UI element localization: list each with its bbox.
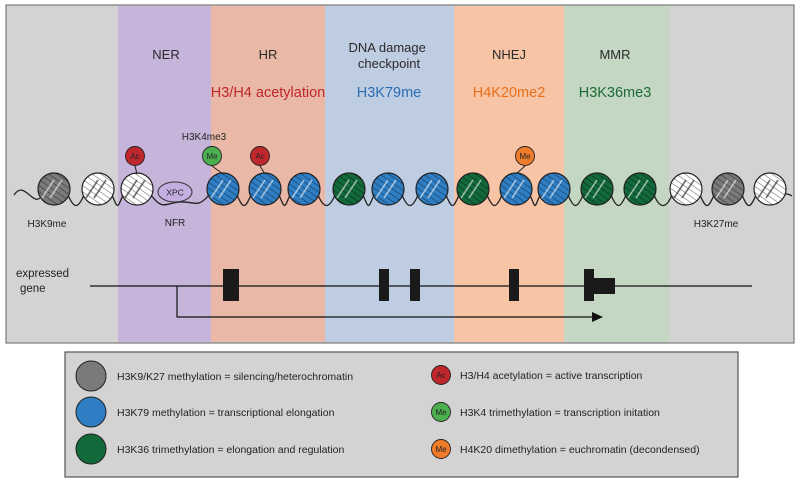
- legend-panel: [64, 351, 739, 478]
- blue-nucleosome: [415, 172, 449, 206]
- svg-text:Me: Me: [519, 152, 531, 161]
- white-nucleosome: [81, 172, 115, 206]
- modification-label-checkpoint: H3K79me: [357, 85, 421, 101]
- region-label-nhej: NHEJ: [492, 47, 526, 62]
- legend-text: H4K20 dimethylation = euchromatin (decon…: [460, 444, 700, 456]
- acetyl-badge-icon: [431, 365, 451, 385]
- legend-text: H3K4 trimethylation = transcription init…: [460, 407, 660, 419]
- region-label-hr: HR: [259, 47, 278, 62]
- me-orange-badge-label: Me: [435, 445, 447, 454]
- green-nucleosome: [332, 172, 366, 206]
- me-green-badge-icon: [431, 402, 451, 422]
- legend-text: H3K9/K27 methylation = silencing/heteroc…: [117, 371, 353, 383]
- region-label-ner: NER: [152, 47, 179, 62]
- legend-text: H3/H4 acetylation = active transcription: [460, 370, 643, 382]
- legend-text: H3K36 trimethylation = elongation and re…: [117, 444, 345, 456]
- exon: [410, 269, 420, 301]
- dna-linker: [67, 194, 757, 207]
- blue-nucleosome: [537, 172, 571, 206]
- white-nucleosome: [120, 172, 154, 206]
- legend-text: H3K79 methylation = transcriptional elon…: [117, 407, 335, 419]
- svg-text:Ac: Ac: [130, 152, 139, 161]
- green-nucleosome: [456, 172, 490, 206]
- xpc-label: XPC: [166, 188, 183, 198]
- region-label-checkpoint-line2: checkpoint: [358, 56, 421, 71]
- blue-nucleosome-icon: [75, 396, 107, 428]
- white-nucleosome: [753, 172, 787, 206]
- transcription-start-arrow: [176, 286, 594, 318]
- me-green-badge-label: Me: [435, 408, 447, 417]
- h3k27me-label: H3K27me: [694, 219, 739, 230]
- svg-text:Me: Me: [206, 152, 218, 161]
- grey-nucleosome-icon: [75, 360, 107, 392]
- region-label-mmr: MMR: [599, 47, 630, 62]
- grey-nucleosome: [711, 172, 745, 206]
- legend-item-h3k4: Me H3K4 trimethylation = transcription i…: [431, 402, 660, 422]
- region-label-checkpoint-line1: DNA damage: [349, 40, 426, 55]
- exon-tail: [594, 278, 615, 294]
- acetyl-badge: Ac: [125, 146, 145, 175]
- blue-nucleosome: [248, 172, 282, 206]
- white-nucleosome: [669, 172, 703, 206]
- me-orange-badge-icon: [431, 439, 451, 459]
- legend-item-acetylation: Ac H3/H4 acetylation = active transcript…: [431, 365, 643, 385]
- modification-label-nhej: H4K20me2: [473, 85, 546, 101]
- gene-label-line2: gene: [20, 283, 46, 295]
- h3k4me3-label: H3K4me3: [182, 132, 227, 143]
- exon: [223, 269, 239, 301]
- gene-label-line1: expressed: [16, 268, 69, 280]
- me-green-badge: Me: [202, 146, 224, 175]
- me-orange-badge: Me: [515, 146, 535, 175]
- acetyl-badge-label: Ac: [436, 371, 445, 380]
- blue-nucleosome: [499, 172, 533, 206]
- nfr-label: NFR: [165, 218, 186, 229]
- legend-item-h3k79: H3K79 methylation = transcriptional elon…: [75, 396, 335, 428]
- region-label-checkpoint: DNA damage checkpoint: [349, 40, 430, 71]
- blue-nucleosome: [287, 172, 321, 206]
- transcription-arrowhead: [592, 312, 603, 322]
- green-nucleosome: [623, 172, 657, 206]
- legend-item-h3k36: H3K36 trimethylation = elongation and re…: [75, 433, 345, 465]
- blue-nucleosome: [371, 172, 405, 206]
- legend-item-h4k20: Me H4K20 dimethylation = euchromatin (de…: [431, 439, 700, 459]
- legend-item-h3k9k27: H3K9/K27 methylation = silencing/heteroc…: [75, 360, 353, 392]
- gene-label: expressed gene: [16, 268, 72, 295]
- modification-label-hr: H3/H4 acetylation: [211, 85, 325, 101]
- grey-nucleosome: [37, 172, 71, 206]
- exon: [379, 269, 389, 301]
- h3k9me-label: H3K9me: [28, 219, 67, 230]
- xpc-protein: [157, 181, 193, 203]
- modification-label-mmr: H3K36me3: [579, 85, 652, 101]
- acetyl-badge: Ac: [250, 146, 270, 175]
- blue-nucleosome: [206, 172, 240, 206]
- green-nucleosome-icon: [75, 433, 107, 465]
- svg-text:Ac: Ac: [255, 152, 264, 161]
- exon: [584, 269, 594, 301]
- green-nucleosome: [580, 172, 614, 206]
- exon: [509, 269, 519, 301]
